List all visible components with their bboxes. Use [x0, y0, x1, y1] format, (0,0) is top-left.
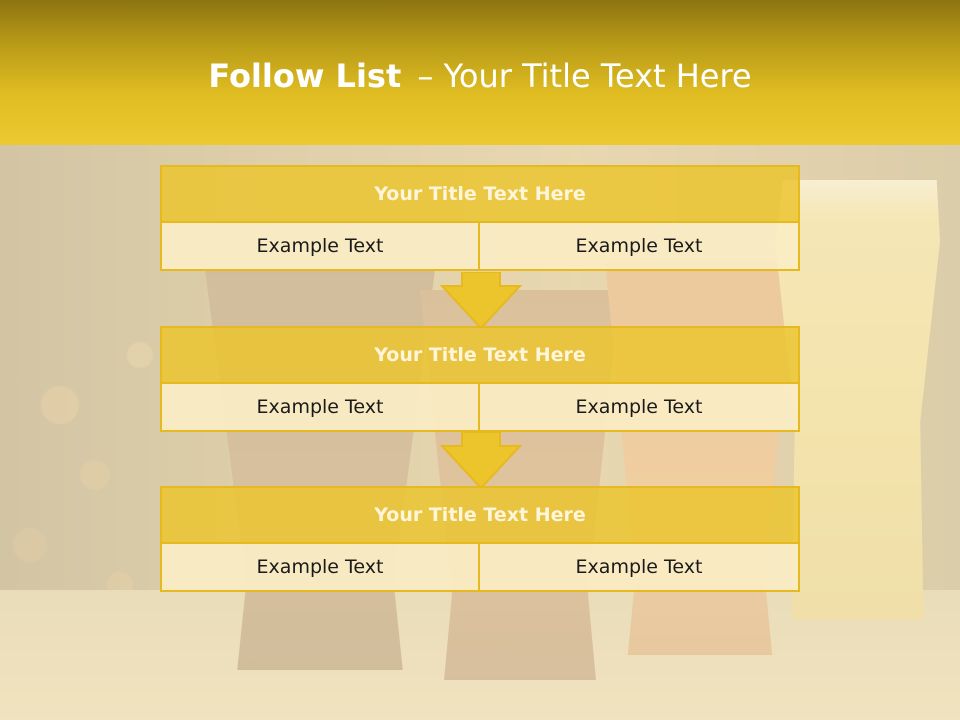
slide-title: Follow List – Your Title Text Here	[0, 52, 960, 100]
down-arrow-icon	[440, 272, 522, 330]
step-title: Your Title Text Here	[160, 326, 800, 384]
slide-title-separator: –	[417, 57, 434, 95]
step-cell-left: Example Text	[160, 223, 480, 271]
down-arrow-icon	[440, 432, 522, 490]
slide-title-bold: Follow List	[208, 57, 402, 95]
slide-title-rest: Your Title Text Here	[443, 57, 752, 95]
step-row: Example Text Example Text	[160, 384, 800, 432]
title-band: Follow List – Your Title Text Here	[0, 0, 960, 145]
step-cell-right: Example Text	[480, 384, 800, 432]
flow-step-3: Your Title Text Here Example Text Exampl…	[160, 486, 800, 592]
step-title: Your Title Text Here	[160, 165, 800, 223]
step-row: Example Text Example Text	[160, 223, 800, 271]
flow-step-2: Your Title Text Here Example Text Exampl…	[160, 326, 800, 432]
step-cell-left: Example Text	[160, 544, 480, 592]
step-title: Your Title Text Here	[160, 486, 800, 544]
step-cell-left: Example Text	[160, 384, 480, 432]
step-row: Example Text Example Text	[160, 544, 800, 592]
step-cell-right: Example Text	[480, 223, 800, 271]
step-cell-right: Example Text	[480, 544, 800, 592]
flow-step-1: Your Title Text Here Example Text Exampl…	[160, 165, 800, 271]
